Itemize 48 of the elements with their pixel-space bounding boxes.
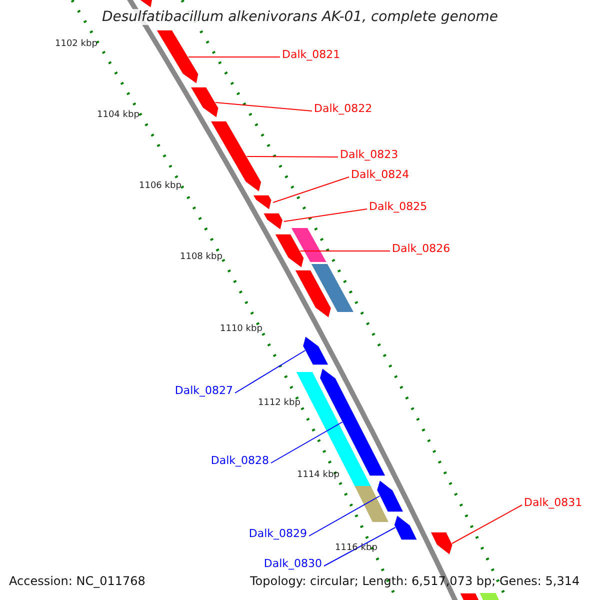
position-label: 1114 kbp	[297, 471, 340, 480]
gene-segment	[210, 120, 262, 193]
gene-segment	[190, 86, 220, 119]
leader-line	[188, 56, 280, 58]
gene-label: Dalk_0822	[314, 103, 372, 114]
leader-line	[324, 527, 396, 566]
gene-segment	[459, 592, 480, 600]
leader-line	[215, 102, 312, 112]
leader-line	[300, 250, 390, 252]
gene-segment	[262, 212, 284, 231]
gene-label: Dalk_0830	[264, 558, 322, 569]
gene-segment	[274, 234, 305, 269]
leader-line	[452, 504, 522, 544]
info-text: Topology: circular; Length: 6,517,073 bp; Genes: 5,314	[250, 575, 580, 587]
position-label: 1116 kbp	[335, 544, 378, 553]
gene-label: Dalk_0823	[340, 149, 398, 160]
gene-segment	[252, 194, 272, 211]
leader-line	[283, 208, 368, 222]
map-title: Desulfatibacillum alkenivorans AK-01, complete genome	[102, 9, 498, 25]
gene-segment	[156, 30, 200, 85]
gene-segment	[311, 264, 354, 312]
gene-segment	[294, 270, 332, 319]
gene-segment	[430, 532, 454, 556]
position-label: 1104 kbp	[97, 111, 140, 120]
gene-segment	[302, 335, 330, 366]
gene-label: Dalk_0821	[282, 49, 340, 60]
info-text: Accession: NC_011768	[9, 575, 146, 587]
position-label: 1102 kbp	[55, 40, 98, 49]
gene-label: Dalk_0826	[392, 243, 450, 254]
position-label: 1110 kbp	[220, 325, 262, 334]
gene-label: Dalk_0825	[369, 201, 428, 212]
gene-label: Dalk_0824	[351, 169, 410, 180]
gene-segment	[291, 228, 326, 262]
gene-segment	[354, 486, 388, 522]
leader-line	[234, 350, 306, 394]
position-label: 1108 kbp	[180, 253, 222, 262]
gene-segment	[376, 479, 404, 512]
position-label: 1106 kbp	[139, 182, 182, 191]
leader-line	[272, 176, 350, 203]
position-label: 1112 kbp	[258, 399, 300, 408]
leader-line	[308, 496, 380, 536]
gene-label: Dalk_0827	[174, 385, 233, 396]
gene-label: Dalk_0829	[248, 528, 307, 539]
leader-line	[246, 156, 338, 158]
gene-segment	[394, 514, 418, 540]
leader-line	[270, 422, 343, 464]
gene-label: Dalk_0831	[524, 497, 582, 508]
gene-label: Dalk_0828	[210, 455, 269, 466]
